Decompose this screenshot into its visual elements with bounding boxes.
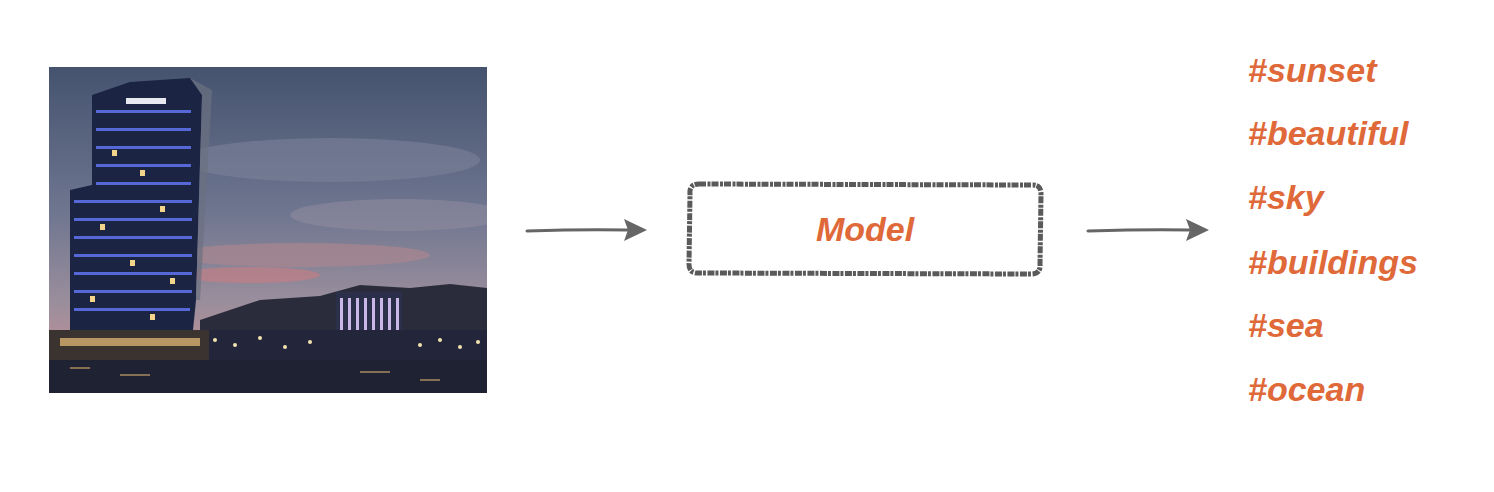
hashtag-output: #ocean (1248, 370, 1365, 409)
hashtag-output: #buildings (1248, 243, 1418, 282)
box-label: Model (816, 210, 914, 249)
hashtag-output: #sky (1248, 178, 1324, 217)
hashtag-output: #beautiful (1248, 114, 1409, 153)
hashtag-output: #sea (1248, 306, 1324, 345)
hashtag-output: #sunset (1248, 51, 1377, 90)
process-box: Model (686, 181, 1044, 277)
